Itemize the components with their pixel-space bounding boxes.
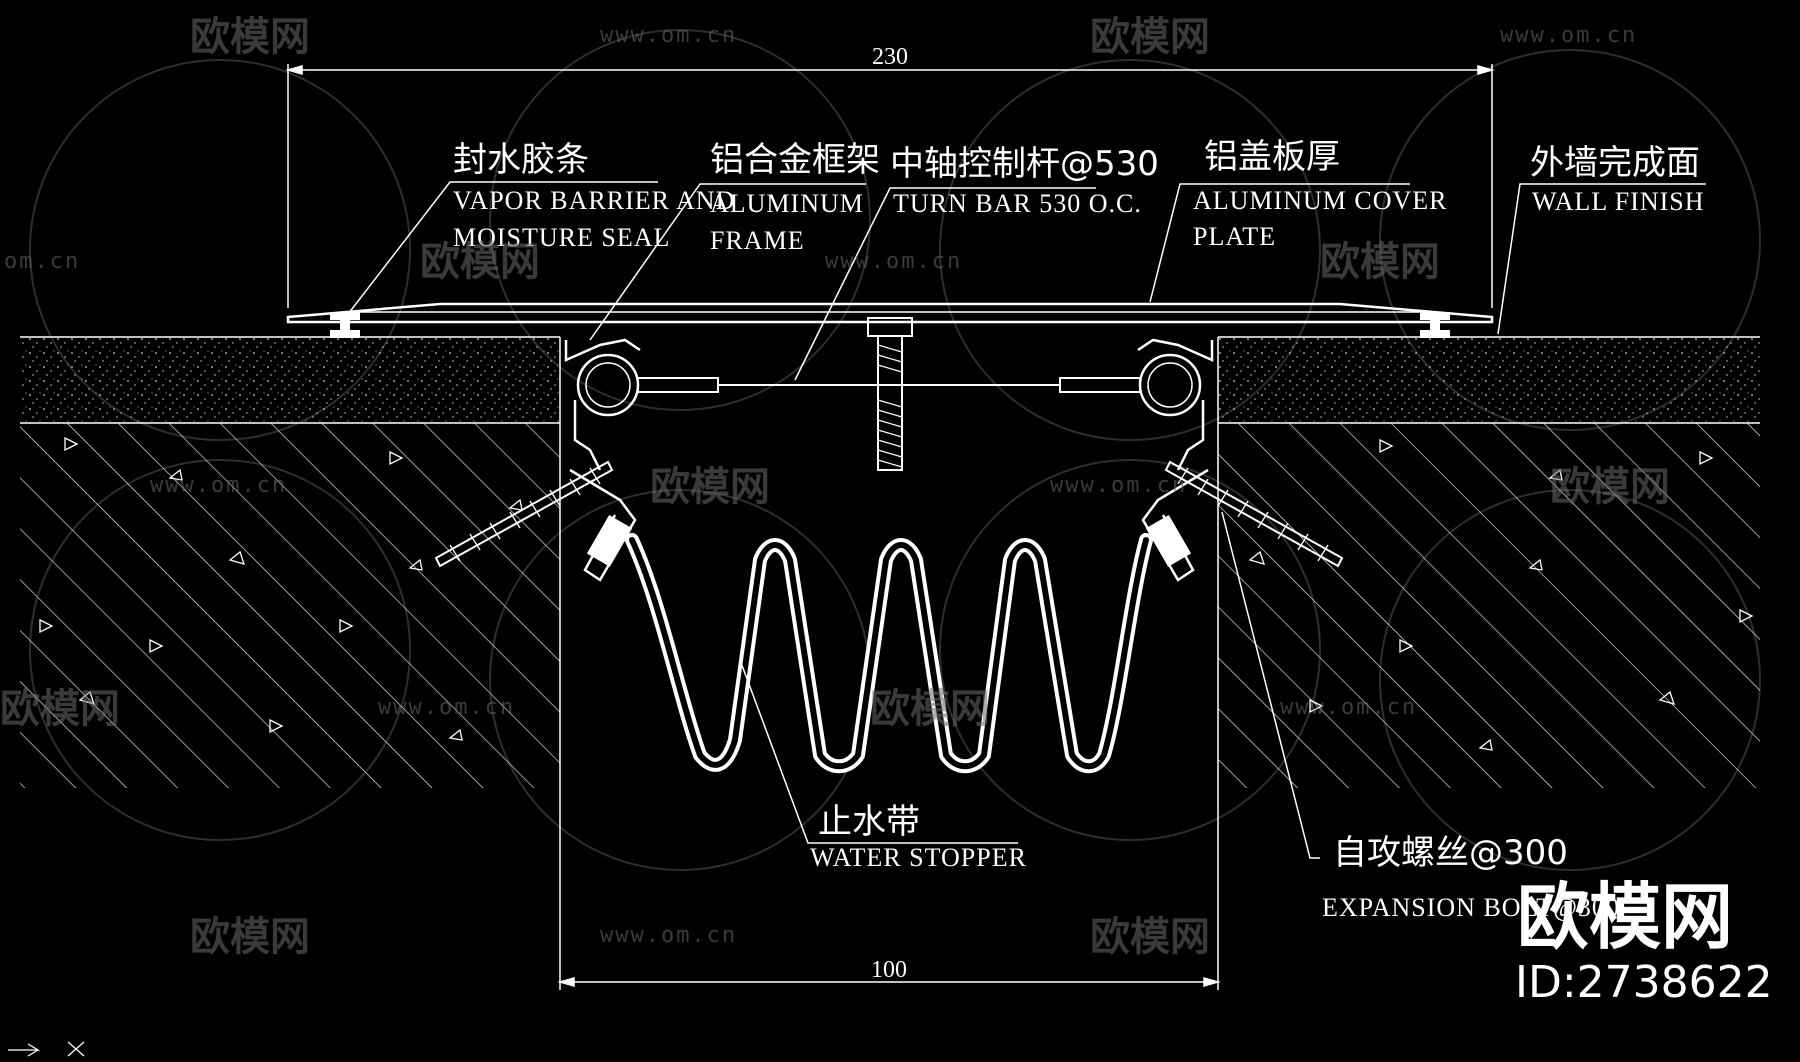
watermark-url: www.om.cn	[600, 923, 737, 948]
label-water-stopper: 止水带 WATER STOPPER	[810, 802, 1027, 872]
watermark-cn: 欧模网	[870, 686, 990, 732]
label-bolt-en: EXPANSION BOLT@300	[1322, 893, 1620, 922]
turn-bar	[637, 317, 1141, 471]
label-bolt-cn: 自攻螺丝@300	[1333, 833, 1568, 873]
label-seal: 封水胶条 VAPOR BARRIER AND MOISTURE SEAL	[453, 140, 735, 252]
label-frame-en-2: FRAME	[710, 226, 805, 255]
joint-gap	[559, 800, 1219, 960]
label-turn-bar: 中轴控制杆@530 TURN BAR 530 O.C.	[890, 144, 1159, 218]
label-wall-finish: 外墙完成面 WALL FINISH	[1530, 143, 1705, 216]
aluminum-cover-plate	[286, 302, 1494, 324]
aluminum-frame-right	[1137, 338, 1214, 582]
expansion-bolt-left	[434, 460, 614, 568]
leader-lines	[344, 181, 1706, 859]
watermark-cn: 欧模网	[1320, 239, 1440, 285]
label-turn-bar-cn: 中轴控制杆@530	[890, 144, 1159, 184]
watermark-url: om.cn	[4, 249, 80, 274]
watermark-url: www.om.cn	[1050, 473, 1187, 498]
label-frame: 铝合金框架 ALUMINUM FRAME	[710, 140, 880, 255]
watermark-cn: 欧模网	[1090, 14, 1210, 60]
label-wall-finish-cn: 外墙完成面	[1530, 143, 1700, 183]
finish-layer	[20, 336, 1760, 424]
watermark-cn: 欧模网	[0, 686, 120, 732]
watermark-cn: 欧模网	[650, 464, 770, 510]
watermark-cn: 欧模网	[190, 914, 310, 960]
watermarks: 欧模网 www.om.cn 欧模网 www.om.cn om.cn 欧模网 ww…	[0, 14, 1670, 960]
brand-stamp: 欧模网 ID:2738622	[1515, 875, 1773, 1008]
dimension-bottom-label: 100	[871, 957, 907, 983]
label-seal-en-1: VAPOR BARRIER AND	[453, 186, 735, 215]
label-turn-bar-en: TURN BAR 530 O.C.	[893, 189, 1142, 218]
seal-right	[1420, 312, 1450, 338]
ucs-icon	[8, 1041, 85, 1057]
label-cover-plate-en-2: PLATE	[1193, 222, 1276, 251]
aluminum-frame-left	[564, 338, 641, 582]
label-cover-plate-cn: 铝盖板厚	[1204, 137, 1340, 177]
watermark-cn: 欧模网	[190, 14, 310, 60]
label-frame-cn: 铝合金框架	[710, 140, 880, 180]
label-cover-plate: 铝盖板厚 ALUMINUM COVER PLATE	[1193, 137, 1448, 251]
expansion-bolt-right	[1164, 460, 1344, 568]
watermark-cn: 欧模网	[420, 239, 540, 285]
watermark-url: www.om.cn	[1500, 23, 1637, 48]
label-water-stopper-en: WATER STOPPER	[810, 843, 1027, 872]
brand-id: ID:2738622	[1515, 957, 1773, 1008]
label-bolt: 自攻螺丝@300 EXPANSION BOLT@300	[1322, 833, 1620, 922]
seal-left	[330, 312, 360, 338]
dimension-top	[285, 64, 1495, 308]
label-frame-en-1: ALUMINUM	[710, 189, 864, 218]
watermark-cn: 欧模网	[1090, 914, 1210, 960]
label-seal-cn: 封水胶条	[453, 140, 589, 180]
label-water-stopper-cn: 止水带	[818, 802, 920, 842]
watermark-url: www.om.cn	[825, 249, 962, 274]
watermark-url: www.om.cn	[150, 473, 287, 498]
concrete-structure	[20, 337, 1760, 800]
dimension-top-label: 230	[872, 44, 908, 70]
brand-name: 欧模网	[1517, 875, 1733, 959]
watermark-cn: 欧模网	[1550, 464, 1670, 510]
dimension-bottom	[557, 960, 1221, 990]
watermark-url: www.om.cn	[378, 695, 515, 720]
water-stopper	[625, 533, 1153, 774]
label-seal-en-2: MOISTURE SEAL	[453, 223, 670, 252]
watermark-url: www.om.cn	[1280, 695, 1417, 720]
watermark-url: www.om.cn	[600, 23, 737, 48]
label-wall-finish-en: WALL FINISH	[1532, 187, 1705, 216]
label-cover-plate-en-1: ALUMINUM COVER	[1193, 186, 1448, 215]
